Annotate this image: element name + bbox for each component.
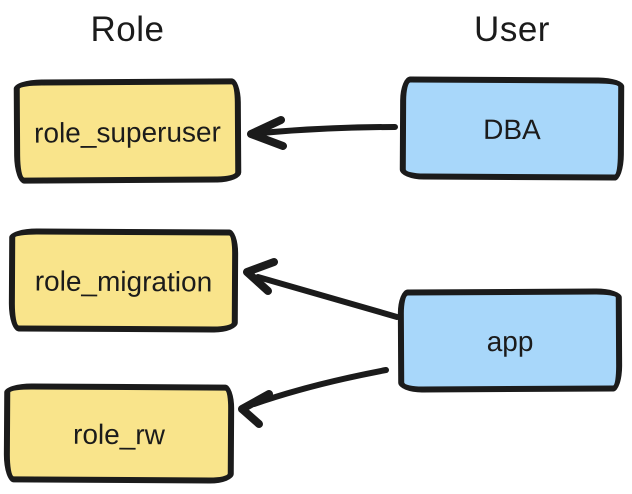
role-migration-label: role_migration [34, 265, 213, 298]
arrow-app-to-role_migration [243, 258, 400, 320]
arrow-head-left-icon [247, 116, 287, 150]
app-label: app [486, 325, 534, 358]
role-box-migration: role_migration [8, 228, 239, 333]
arrow-shaft [255, 274, 400, 320]
user-box-dba: DBA [399, 76, 625, 181]
role-box-rw: role_rw [3, 383, 235, 484]
dba-label: DBA [483, 113, 541, 146]
arrow-app-to-role_rw [238, 367, 389, 428]
user-box-app: app [397, 288, 623, 393]
arrow-dba-to-role_superuser [247, 116, 398, 150]
role-box-superuser: role_superuser [13, 78, 242, 184]
arrow-head-upleft-icon [243, 258, 278, 295]
role-superuser-label: role_superuser [34, 115, 221, 149]
arrow-head-downleft-icon [238, 390, 273, 428]
arrow-shaft [258, 124, 398, 136]
column-title-user: User [474, 10, 550, 49]
column-title-role: Role [90, 10, 165, 49]
role-rw-label: role_rw [72, 418, 165, 451]
arrow-shaft [251, 367, 389, 407]
